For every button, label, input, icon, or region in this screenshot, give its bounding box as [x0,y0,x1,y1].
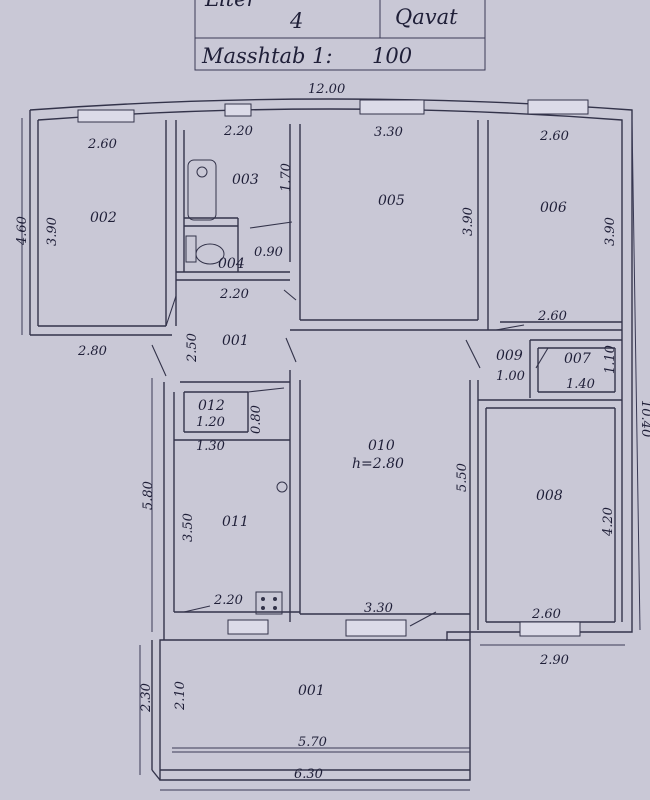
gas-riser-icon [276,481,288,493]
dimension-labels: 12.00 2.60 2.20 3.30 2.60 4.60 3.90 1.70… [15,82,650,782]
room-label-005: 005 [378,193,405,209]
room-label-012: 012 [198,398,225,414]
windows [77,99,589,753]
liter-label: Liter [204,0,259,11]
dim-010-bottom: 3.30 [364,601,393,616]
dim-002-height: 3.90 [45,217,60,246]
bathtub-icon [187,159,217,221]
room-label-009: 009 [496,348,523,364]
room-height-010: h=2.80 [352,456,404,472]
dim-012-width: 1.20 [196,415,225,430]
dim-005-height: 3.90 [461,207,476,236]
dim-006-bottom: 2.60 [537,309,567,324]
room-labels: 002 003 004 005 006 001 007 009 010 h=2.… [90,172,591,699]
title-block: Liter 4 Qavat Masshtab 1: 100 [194,0,486,71]
room-label-002: 002 [90,210,117,226]
dimension-lines [21,118,641,791]
dim-011-bottom: 2.20 [213,593,243,608]
dim-overall-height: 10.40 [638,400,650,437]
room-label-007: 007 [564,351,591,367]
doors [151,221,549,627]
dim-007-width: 1.40 [566,377,595,392]
room-label-011: 011 [222,514,249,530]
dim-006-height: 3.90 [603,217,618,246]
dim-012-outer: 1.30 [196,439,225,454]
room-label-001-bottom: 001 [298,683,325,699]
dim-002-width: 2.60 [87,137,117,152]
drain-icon [196,166,208,178]
dim-012-height: 0.80 [249,405,264,434]
dim-003-width: 2.20 [223,124,253,139]
stove-icon [255,591,283,615]
dim-002-bottom: 2.80 [77,344,107,359]
dim-overall-width: 12.00 [308,82,345,97]
floor-label: Qavat [395,5,458,29]
dim-008-outer: 2.90 [539,653,569,668]
dim-008-height: 4.20 [601,507,616,537]
room-label-010: 010 [368,438,395,454]
room-label-006: 006 [540,200,567,216]
floor-number: 4 [289,9,303,33]
dim-009-width: 1.00 [496,369,525,384]
room-label-004: 004 [218,256,245,272]
dim-010-height: 5.50 [455,463,470,492]
room-label-008: 008 [536,488,563,504]
interior-walls [163,120,622,641]
room-label-001-top: 001 [222,333,249,349]
dim-001b-height: 2.10 [173,681,188,711]
dim-011-outer-height: 5.80 [141,481,156,510]
scale-value: 100 [372,44,412,68]
dim-002-outer-height: 4.60 [15,216,30,246]
dim-006-width: 2.60 [539,129,569,144]
dim-008-bottom: 2.60 [531,607,561,622]
dim-003-bottom: 2.20 [219,287,249,302]
room-label-003: 003 [232,172,259,188]
dim-004-width: 0.90 [254,245,283,260]
dim-001b-outer-height: 2.30 [139,683,154,713]
sink-icon [185,235,197,263]
dim-011-height: 3.50 [181,513,196,542]
dim-001b-outer-width: 6.30 [294,767,323,782]
dim-005-width: 3.30 [374,125,403,140]
dim-001b-width: 5.70 [298,735,327,750]
bathroom-fixtures [185,159,288,615]
dim-001-height: 2.50 [185,333,200,363]
dim-007-height: 1.10 [603,345,618,374]
scale-label: Masshtab 1: [201,44,333,68]
dim-003-height: 1.70 [279,163,294,192]
